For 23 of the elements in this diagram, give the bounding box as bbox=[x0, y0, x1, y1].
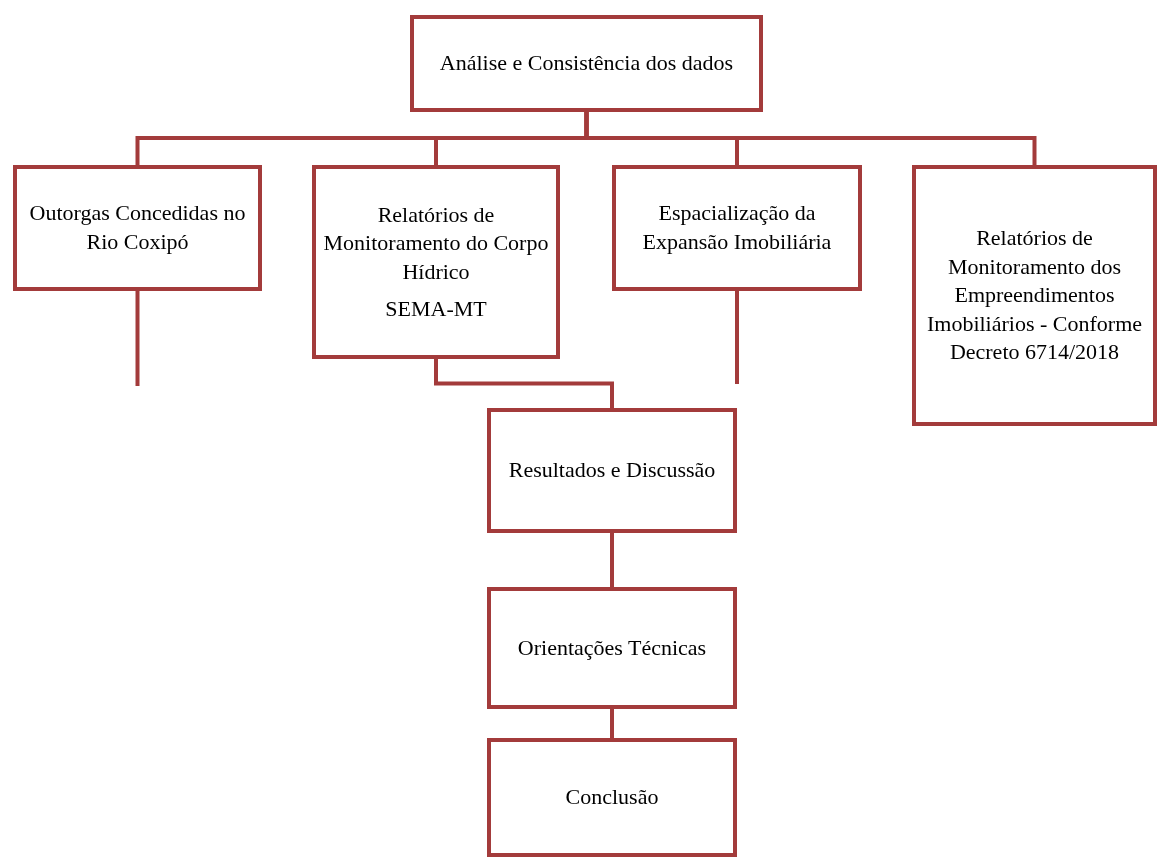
connector-line bbox=[434, 359, 614, 408]
box-text: SEMA-MT bbox=[385, 294, 487, 323]
box-text: Análise e Consistência dos dados bbox=[439, 49, 734, 78]
process-box bbox=[410, 15, 763, 112]
process-box bbox=[13, 165, 262, 291]
box-text: Orientações Técnicas bbox=[517, 633, 707, 662]
box-text: Resultados e Discussão bbox=[508, 456, 716, 485]
process-box bbox=[312, 165, 560, 359]
box-text: Outorgas Concedidas no Rio Coxipó bbox=[28, 199, 247, 256]
connector-line bbox=[735, 291, 739, 384]
box-text: Relatórios de Monitoramento do Corpo Hídrico bbox=[322, 200, 550, 286]
box-text: Espacialização da Expansão Imobiliária bbox=[641, 199, 833, 256]
connector-line bbox=[584, 112, 1037, 165]
process-box bbox=[487, 587, 737, 709]
process-box bbox=[912, 165, 1157, 426]
connector-line bbox=[610, 709, 614, 738]
process-box bbox=[487, 738, 737, 857]
connector-line bbox=[610, 533, 614, 587]
process-box bbox=[487, 408, 737, 533]
connector-line bbox=[135, 291, 140, 386]
process-box bbox=[612, 165, 862, 291]
box-text: Conclusão bbox=[565, 783, 659, 812]
box-text: Relatórios de Monitoramento dos Empreendimentos Imobiliários - Conforme Decreto 6714/2018 bbox=[925, 224, 1144, 367]
